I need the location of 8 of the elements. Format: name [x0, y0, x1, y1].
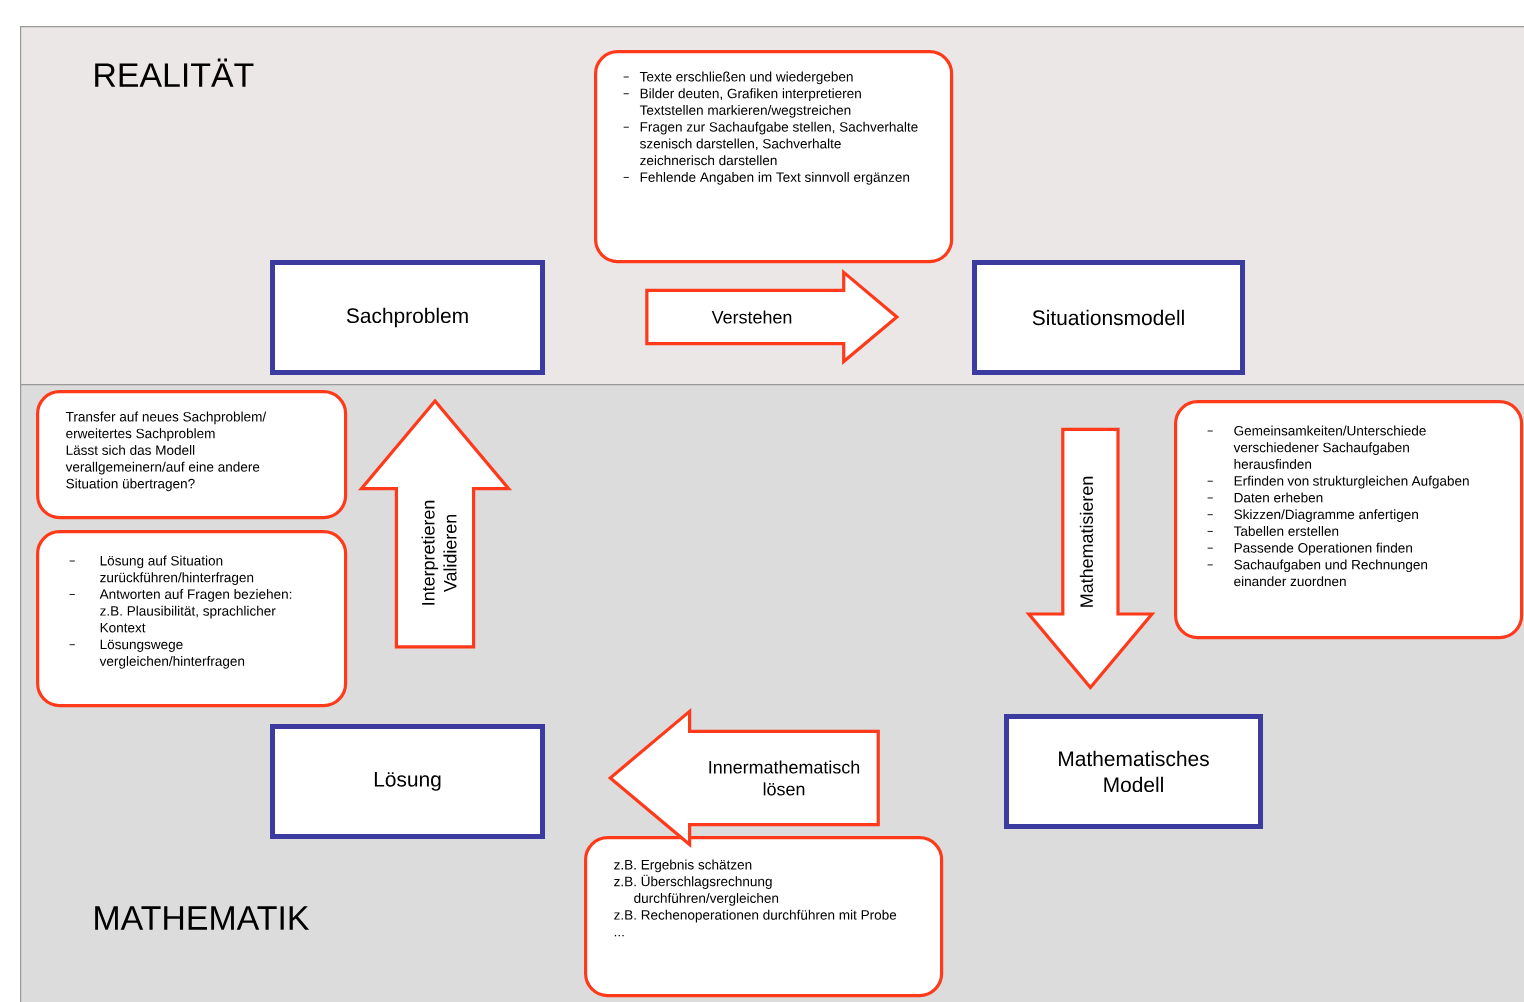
process-box: Sachproblem [270, 259, 545, 375]
edge-label: Innermathematisch lösen [709, 760, 860, 796]
edge-label: Mathematisieren [1079, 476, 1093, 607]
process-box: Situationsmodell [972, 259, 1245, 375]
edge-label: Verstehen [711, 310, 792, 324]
process-box: Lösung [270, 723, 545, 839]
edge-label: Interpretieren Validieren [421, 500, 457, 605]
process-box: Mathematisches Modell [1004, 713, 1263, 829]
